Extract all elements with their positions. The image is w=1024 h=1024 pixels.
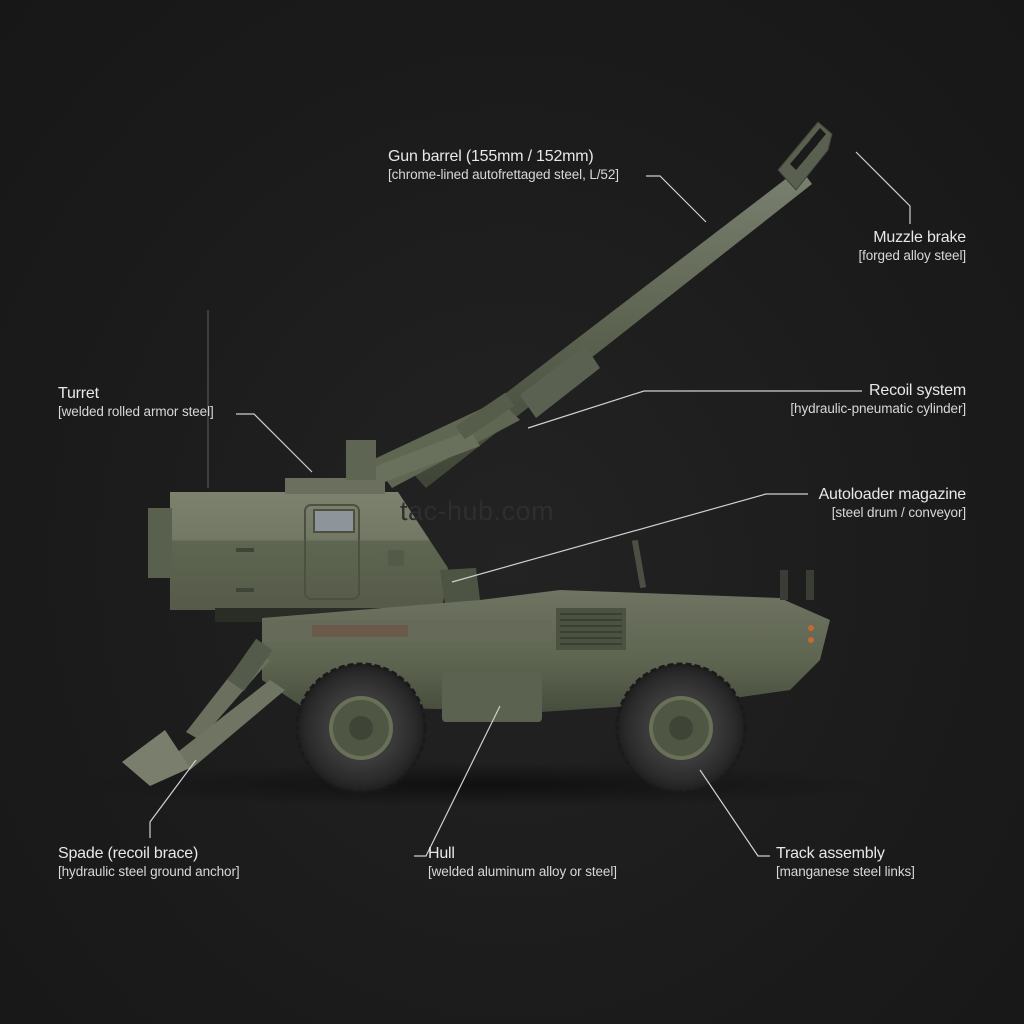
spade-graphic <box>122 638 285 786</box>
callout-title: Autoloader magazine <box>818 486 967 503</box>
callout-material: [hydraulic steel ground anchor] <box>58 863 240 879</box>
callout-title: Track assembly <box>776 845 885 862</box>
leader-muzzle-brake <box>855 151 911 224</box>
callout-material: [hydraulic-pneumatic cylinder] <box>790 400 966 416</box>
callout-title: Gun barrel (155mm / 152mm) <box>388 148 594 165</box>
callout-muzzle-brake: Muzzle brake [forged alloy steel] <box>858 229 966 264</box>
callout-spade: Spade (recoil brace) [hydraulic steel gr… <box>58 845 240 880</box>
leader-hull <box>414 705 501 857</box>
leader-recoil-system <box>527 390 862 429</box>
front-wheel-graphic <box>615 662 747 794</box>
leader-autoloader <box>451 493 808 583</box>
callout-title: Muzzle brake <box>873 229 966 246</box>
leader-lines <box>149 151 911 857</box>
ground-shadow <box>80 763 880 807</box>
callout-material: [manganese steel links] <box>776 863 915 879</box>
callout-autoloader-magazine: Autoloader magazine [steel drum / convey… <box>818 486 967 521</box>
gun-barrel-graphic <box>366 121 833 488</box>
callout-material: [welded rolled armor steel] <box>58 403 214 419</box>
leader-track <box>699 769 770 857</box>
callout-title: Spade (recoil brace) <box>58 845 199 862</box>
callout-recoil-system: Recoil system [hydraulic-pneumatic cylin… <box>790 382 966 417</box>
leader-turret <box>236 413 313 473</box>
callout-turret: Turret [welded rolled armor steel] <box>58 385 214 420</box>
callout-title: Hull <box>428 845 455 862</box>
callout-material: [forged alloy steel] <box>858 247 966 263</box>
callout-track-assembly: Track assembly [manganese steel links] <box>776 845 915 880</box>
callout-material: [steel drum / conveyor] <box>831 504 966 520</box>
leader-gun-barrel <box>646 175 707 223</box>
leader-spade <box>149 759 197 838</box>
callout-hull: Hull [welded aluminum alloy or steel] <box>428 845 617 880</box>
callout-title: Turret <box>58 385 99 402</box>
rear-wheel-graphic <box>295 662 427 794</box>
callout-title: Recoil system <box>869 382 966 399</box>
turret-graphic <box>148 440 480 610</box>
watermark: tac-hub.com <box>400 496 555 526</box>
callout-gun-barrel: Gun barrel (155mm / 152mm) [chrome-lined… <box>388 148 619 183</box>
callout-material: [welded aluminum alloy or steel] <box>428 863 617 879</box>
callout-material: [chrome-lined autofrettaged steel, L/52] <box>388 166 619 182</box>
